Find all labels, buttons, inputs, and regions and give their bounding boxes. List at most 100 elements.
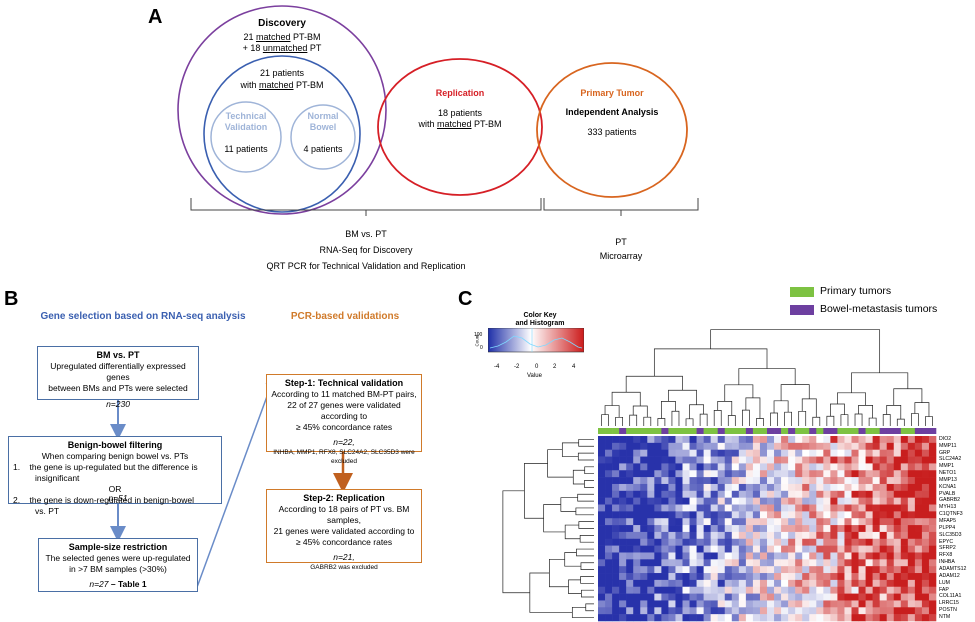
heatmap-cell xyxy=(619,579,627,588)
heatmap-cell xyxy=(914,586,923,594)
heatmap-cell xyxy=(809,552,817,560)
heatmap-cell xyxy=(612,559,620,567)
heatmap-cell xyxy=(795,442,803,451)
heatmap-cell xyxy=(696,566,704,574)
brace-right-line2: Microarray xyxy=(599,251,643,261)
heatmap-cell xyxy=(837,593,845,601)
heatmap-cell xyxy=(731,593,740,601)
heatmap-cell xyxy=(759,531,768,540)
heatmap-cell xyxy=(879,518,888,526)
heatmap-cell xyxy=(598,607,606,615)
heatmap-cell xyxy=(612,579,620,588)
sample-type-cell xyxy=(612,428,620,434)
heatmap-cell xyxy=(774,573,782,581)
heatmap-cell xyxy=(816,600,824,608)
heatmap-cell xyxy=(914,600,923,608)
heatmap-cell xyxy=(626,456,634,464)
heatmap-cell xyxy=(816,545,824,553)
heatmap-cell xyxy=(654,504,662,512)
heatmap-cell xyxy=(605,504,613,512)
heatmap-cell xyxy=(767,483,775,492)
heatmap-cell xyxy=(886,607,895,615)
heatmap-cell xyxy=(844,559,852,567)
heatmap-cell xyxy=(745,586,754,594)
dendrogram-branch xyxy=(830,403,845,417)
heatmap-cell xyxy=(682,497,690,505)
heatmap-cell xyxy=(781,497,789,505)
heatmap-cell xyxy=(907,497,916,505)
heatmap-cell xyxy=(675,490,683,498)
heatmap-cell xyxy=(654,559,662,567)
heatmap-cell xyxy=(710,442,719,451)
heatmap-cell xyxy=(626,538,634,546)
heatmap-cell xyxy=(731,442,740,451)
heatmap-cell xyxy=(795,477,803,485)
heatmap-cell xyxy=(781,531,789,540)
heatmap-cell xyxy=(844,586,852,594)
heatmap-cell xyxy=(668,614,676,622)
heatmap-cell xyxy=(689,559,697,567)
heatmap-cell xyxy=(928,483,937,492)
heatmap-cell xyxy=(809,511,817,519)
heatmap-cell xyxy=(795,511,803,519)
brace-left-line2: RNA-Seq for Discovery xyxy=(319,245,413,255)
heatmap-cell xyxy=(612,483,620,492)
heatmap-cell xyxy=(774,566,782,574)
heatmap-cell xyxy=(640,442,648,451)
heatmap-cell xyxy=(619,497,627,505)
heatmap-cell xyxy=(886,559,895,567)
heatmap-cell xyxy=(731,436,740,444)
heatmap-cell xyxy=(893,456,902,464)
heatmap-cell xyxy=(928,504,937,512)
heatmap-cell xyxy=(605,442,613,451)
gene-label: POSTN xyxy=(939,607,957,614)
heatmap-cell xyxy=(717,600,726,608)
heatmap-cell xyxy=(696,573,704,581)
heatmap-cell xyxy=(626,545,634,553)
heatmap-cell xyxy=(710,559,719,567)
heatmap-cell xyxy=(703,518,711,526)
heatmap-cell xyxy=(640,579,648,588)
heatmap-cell xyxy=(837,449,845,457)
heatmap-cell xyxy=(802,531,810,540)
heatmap-cell xyxy=(633,456,641,464)
dendrogram-branch xyxy=(685,418,694,426)
dendrogram-branch xyxy=(585,603,594,612)
replication-line2: with matched PT-BM xyxy=(418,119,502,129)
heatmap-cell xyxy=(752,442,761,451)
heatmap-cell xyxy=(598,483,606,492)
heatmap-cell xyxy=(781,436,789,444)
heatmap-cell xyxy=(752,477,761,485)
heatmap-cell xyxy=(689,463,697,471)
sample-type-cell xyxy=(802,428,810,434)
heatmap-cell xyxy=(668,579,676,588)
heatmap-cell xyxy=(724,483,733,492)
heatmap-cell xyxy=(879,483,888,492)
heatmap-cell xyxy=(703,504,711,512)
dendrogram-branch xyxy=(851,372,909,393)
heatmap-cell xyxy=(696,545,704,553)
heatmap-cell xyxy=(767,573,775,581)
heatmap-cell xyxy=(696,470,704,478)
heatmap-cell xyxy=(661,470,669,478)
heatmap-cell xyxy=(830,463,838,471)
sample-type-cell xyxy=(816,428,824,434)
dendrogram-branch xyxy=(661,401,676,419)
dendrogram-branch xyxy=(653,348,768,377)
heatmap-cell xyxy=(619,559,627,567)
dendrogram-branch xyxy=(745,397,761,419)
heatmap-cell xyxy=(879,593,888,601)
heatmap-cell xyxy=(921,545,930,553)
heatmap-cell xyxy=(837,504,845,512)
dendrogram-branch xyxy=(615,416,623,426)
heatmap-cell xyxy=(809,477,817,485)
heatmap-cell xyxy=(724,449,733,457)
heatmap-cell xyxy=(605,538,613,546)
heatmap-cell xyxy=(774,552,782,560)
heatmap-cell xyxy=(605,559,613,567)
heatmap-cell xyxy=(633,531,641,540)
dendrogram-branch xyxy=(657,418,666,426)
heatmap-cell xyxy=(682,490,690,498)
heatmap-cell xyxy=(802,559,810,567)
heatmap-cell xyxy=(703,436,711,444)
